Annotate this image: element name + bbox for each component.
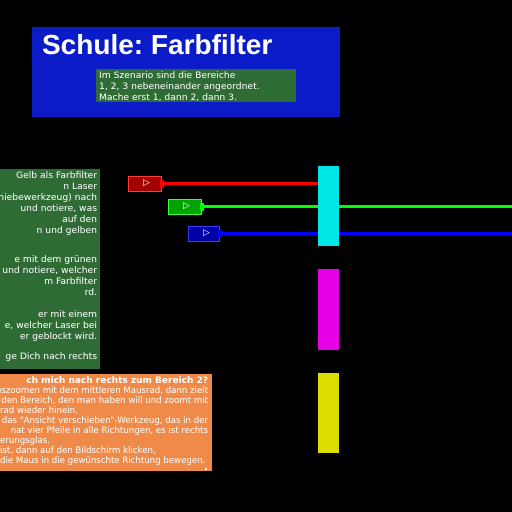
filter-cyan[interactable] bbox=[318, 166, 339, 246]
help-panel: ch mich nach rechts zum Bereich 2? auszo… bbox=[0, 374, 212, 471]
help-line: nat vier Pfeile in alle Richtungen, es i… bbox=[10, 426, 208, 436]
help-line: uf das "Ansicht verschieben"-Werkzeug, d… bbox=[0, 416, 208, 426]
help-question: ch mich nach rechts zum Bereich 2? bbox=[26, 376, 208, 386]
laser-nozzle bbox=[218, 230, 222, 238]
task-line: e mit dem grünen bbox=[14, 254, 97, 265]
help-line: die Maus in die gewünschte Richtung bewe… bbox=[0, 456, 206, 466]
task-line: Gelb als Farbfilter bbox=[15, 170, 97, 181]
help-line: auszoomen mit dem mittleren Mausrad, dan… bbox=[0, 386, 208, 396]
intro-note: Im Szenario sind die Bereiche 1, 2, 3 ne… bbox=[96, 69, 296, 103]
task-line: er mit einem bbox=[37, 309, 97, 320]
help-line: ist, dann auf den Bildschirm klicken, bbox=[0, 446, 156, 456]
intro-line: Mache erst 1, dann 2, dann 3. bbox=[99, 92, 237, 103]
task-line: und notiere, welcher bbox=[2, 265, 97, 276]
laser-beam-green bbox=[203, 205, 512, 208]
task-line: chiebewerkzeug) nach bbox=[0, 192, 97, 203]
task-line: n Laser bbox=[63, 181, 97, 192]
task-line: n und gelben bbox=[36, 225, 98, 236]
task-line: auf den bbox=[62, 214, 97, 225]
task-line: er geblockt wird. bbox=[19, 331, 97, 342]
filter-magenta[interactable] bbox=[318, 269, 339, 350]
laser-beam-blue bbox=[221, 232, 512, 235]
play-arrow-icon: ▷ bbox=[183, 201, 190, 211]
laser-beam-red bbox=[162, 182, 318, 185]
filter-yellow[interactable] bbox=[318, 373, 339, 453]
task-line: e, welcher Laser bei bbox=[4, 320, 97, 331]
laser-nozzle bbox=[200, 203, 204, 211]
laser-emitter-blue[interactable]: ▷ bbox=[188, 226, 222, 242]
help-line: rad wieder hinein. bbox=[0, 406, 78, 416]
title-panel: Schule: Farbfilter Im Szenario sind die … bbox=[32, 27, 340, 117]
laser-nozzle bbox=[160, 180, 164, 188]
task-line: ge Dich nach rechts bbox=[5, 351, 97, 362]
task-line: und notiere, was bbox=[20, 203, 97, 214]
help-line: uf den Bereich, den man haben will und z… bbox=[0, 396, 208, 406]
play-arrow-icon: ▷ bbox=[203, 228, 210, 238]
intro-line: 1, 2, 3 nebeneinander angeordnet. bbox=[99, 81, 260, 92]
intro-line: Im Szenario sind die Bereiche bbox=[99, 70, 236, 81]
resize-dot bbox=[205, 468, 207, 470]
help-line: erungsglas. bbox=[0, 436, 50, 446]
play-arrow-icon: ▷ bbox=[143, 178, 150, 188]
task-panel: Gelb als Farbfilter n Laser chiebewerkze… bbox=[0, 169, 100, 369]
laser-emitter-red[interactable]: ▷ bbox=[128, 176, 164, 192]
scenario-title: Schule: Farbfilter bbox=[42, 29, 273, 60]
laser-emitter-green[interactable]: ▷ bbox=[168, 199, 204, 215]
task-line: m Farbfilter bbox=[44, 276, 97, 287]
task-line: rd. bbox=[84, 287, 97, 298]
